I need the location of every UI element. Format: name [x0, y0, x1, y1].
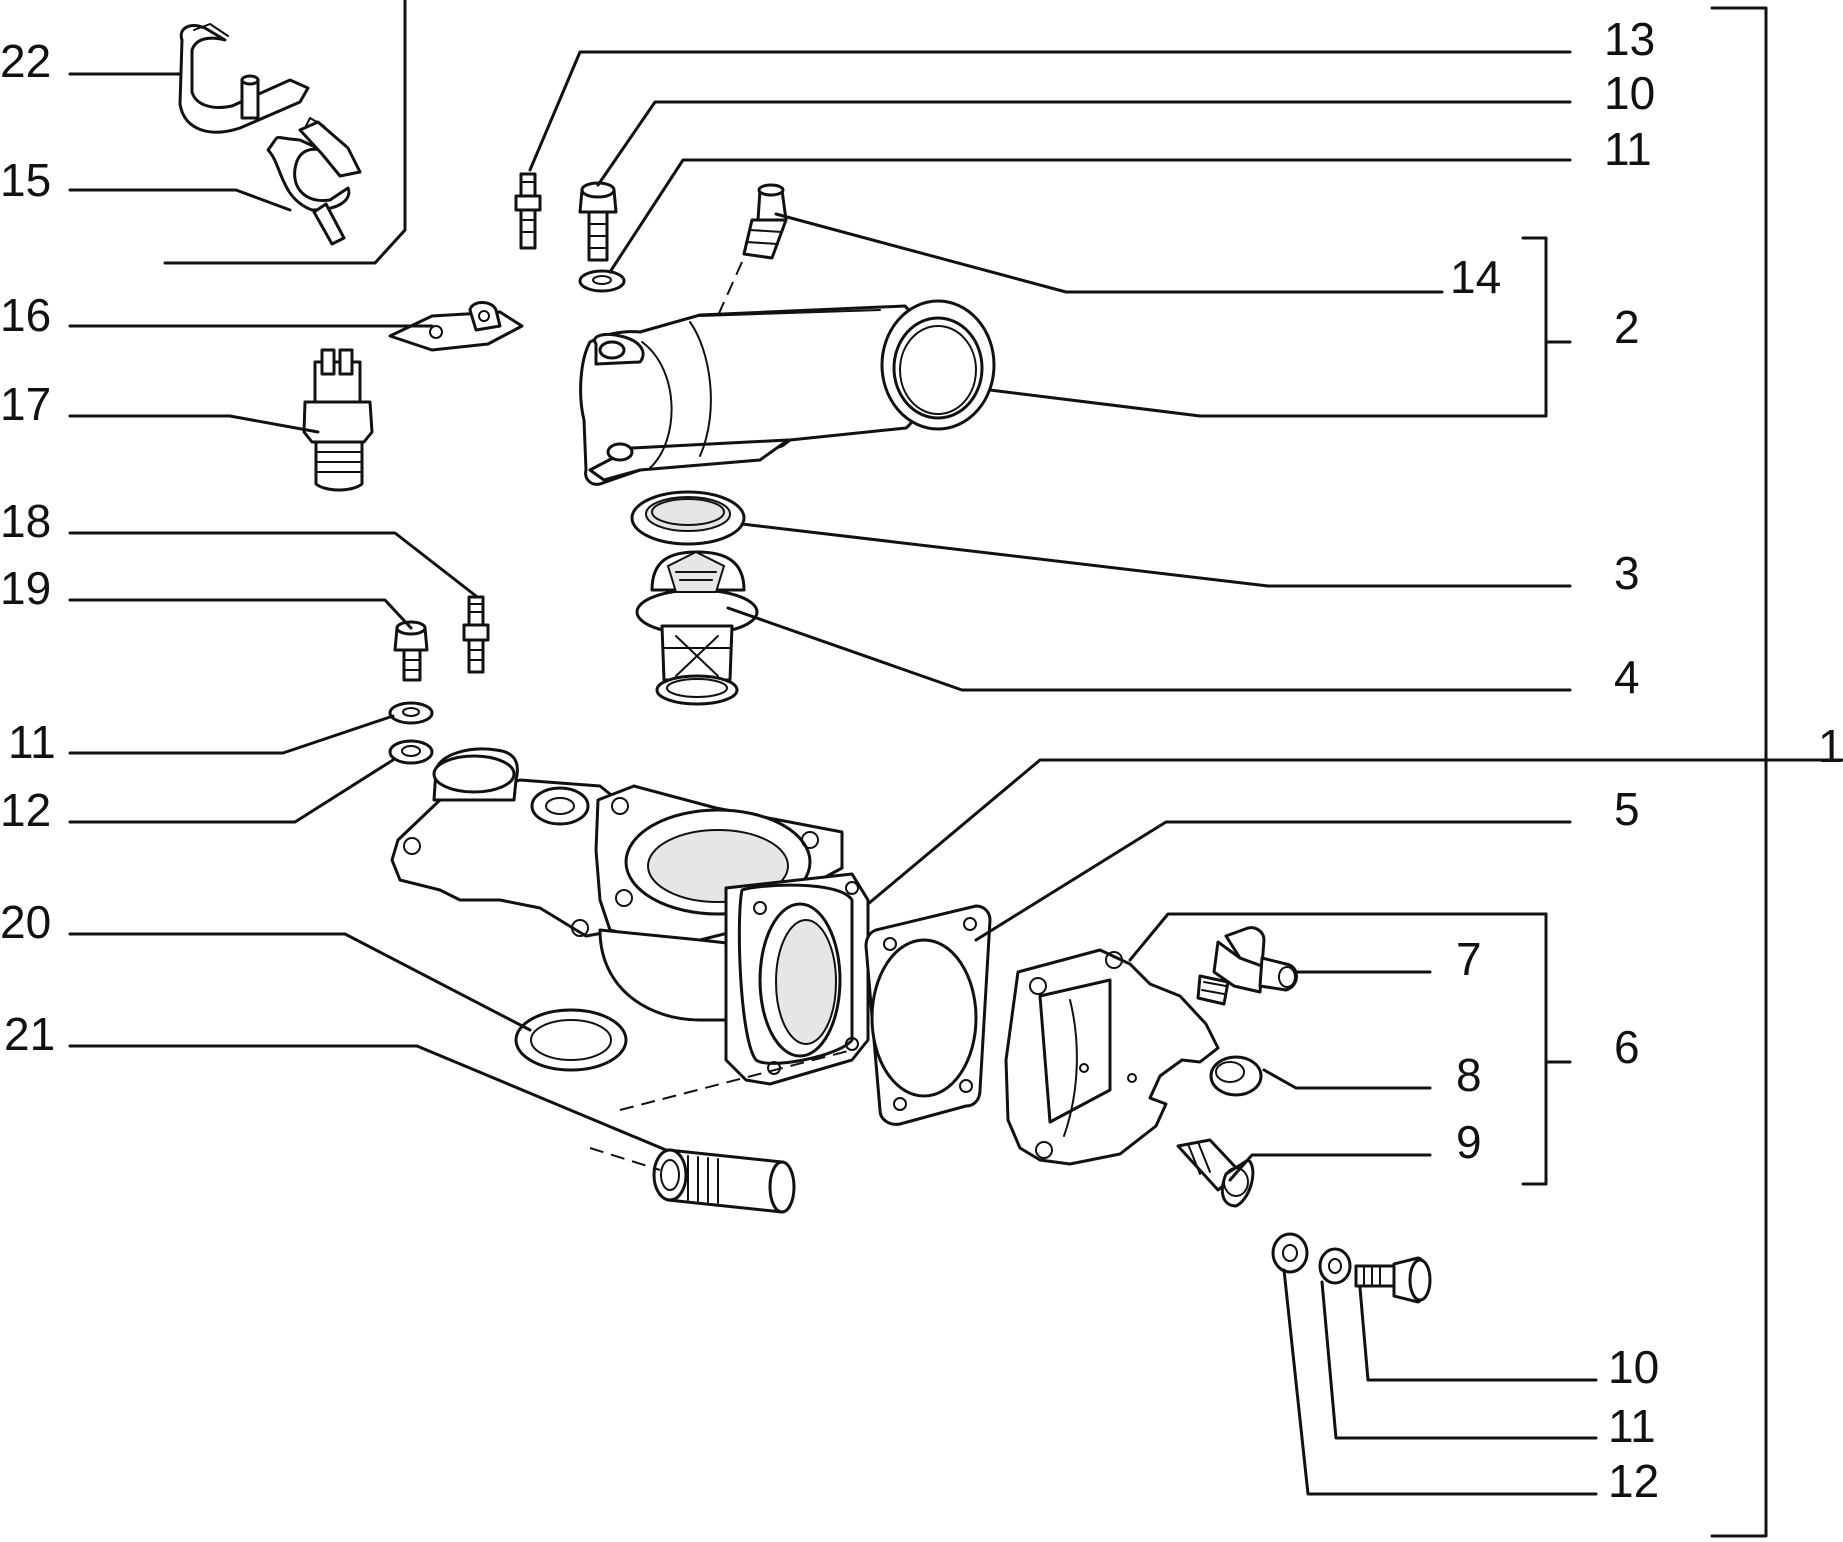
- callout-2: 2: [1614, 301, 1640, 353]
- bleed-screw-9: [1176, 1138, 1255, 1208]
- seal-20: [514, 1008, 628, 1072]
- callout-9: 9: [1456, 1116, 1482, 1168]
- bracket-plate-16: [388, 301, 524, 352]
- callout-8: 8: [1456, 1049, 1482, 1101]
- bolt-19: [393, 620, 429, 682]
- pipe-21: [652, 1148, 796, 1214]
- callout-10-bottom: 10: [1608, 1341, 1659, 1393]
- seal-ring-3: [630, 490, 746, 546]
- bolt-10-bottom: [1354, 1256, 1432, 1304]
- leader-lines: [68, 6, 1843, 1538]
- assembly-axis-1: [619, 1049, 853, 1111]
- washer-11-left: [388, 701, 434, 725]
- callout-10-top: 10: [1604, 67, 1655, 119]
- callout-12-left: 12: [0, 784, 51, 836]
- bleed-screw-14: [742, 183, 788, 260]
- callout-11-bottom: 11: [1608, 1400, 1656, 1452]
- callout-22: 22: [0, 35, 51, 87]
- callout-17: 17: [0, 378, 51, 430]
- clip-inset-frame: [163, 0, 407, 265]
- temperature-sender-17: [302, 348, 374, 492]
- callout-5: 5: [1614, 783, 1640, 835]
- cover-housing-6: [1004, 948, 1220, 1166]
- callout-labels: 22 15 16 17 18 19 11 12 20 21 13 10 11 1…: [0, 13, 1843, 1507]
- hose-union-7: [1196, 926, 1298, 1006]
- pipe-clamp-22: [178, 23, 310, 134]
- washer-11-bottom: [1318, 1247, 1352, 1285]
- pipe-axis-21: [589, 1147, 661, 1171]
- callout-15: 15: [0, 154, 51, 206]
- thermostat-body-1: [390, 747, 870, 1086]
- washer-12-bottom: [1271, 1232, 1309, 1274]
- callout-7: 7: [1456, 933, 1482, 985]
- plug-8: [1209, 1055, 1263, 1097]
- callout-11-left: 11: [8, 716, 56, 768]
- hose-clip-15: [266, 117, 362, 246]
- stud-13: [514, 172, 542, 250]
- callout-20: 20: [0, 896, 51, 948]
- callout-6: 6: [1614, 1021, 1640, 1073]
- callout-19: 19: [0, 562, 51, 614]
- callout-16: 16: [0, 289, 51, 341]
- callout-14: 14: [1450, 251, 1501, 303]
- callout-21: 21: [4, 1008, 55, 1060]
- thermostat-4: [635, 550, 759, 706]
- callout-3: 3: [1614, 547, 1640, 599]
- callout-18: 18: [0, 495, 51, 547]
- thermostat-housing-cover-2: [579, 299, 996, 486]
- callout-1: 1: [1818, 720, 1843, 772]
- callout-13: 13: [1604, 13, 1655, 65]
- washer-12-left: [388, 739, 434, 765]
- bleed-screw-axis: [715, 261, 743, 321]
- callout-4: 4: [1614, 651, 1640, 703]
- gasket-5: [864, 904, 992, 1126]
- bolt-10-top: [578, 181, 618, 262]
- stud-18: [462, 595, 490, 674]
- callout-12-bottom: 12: [1608, 1455, 1659, 1507]
- callout-11-top: 11: [1604, 123, 1652, 175]
- washer-11-top: [578, 269, 626, 293]
